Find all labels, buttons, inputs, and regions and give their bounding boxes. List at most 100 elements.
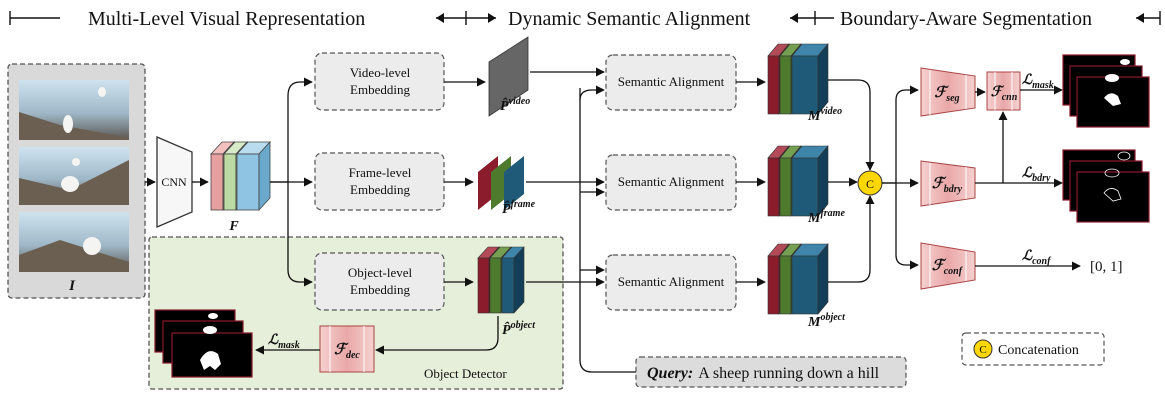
boundary-output-stack — [1062, 149, 1150, 223]
video-alignment-box: Semantic Alignment — [605, 54, 737, 111]
conf-head-sub: conf — [944, 266, 964, 277]
video-mask-stack: Mvideo — [767, 43, 842, 124]
section-segmentation-title: Boundary-Aware Segmentation — [840, 8, 1092, 30]
svg-text:P̂frame: P̂frame — [502, 199, 536, 217]
object-alignment-label: Semantic Alignment — [618, 274, 725, 289]
cnn-head-sub: cnn — [1002, 92, 1018, 103]
frame-mask-base: M — [807, 211, 821, 226]
frame-alignment-box: Semantic Alignment — [605, 154, 737, 211]
obj-mask-loss-sub: mask — [278, 340, 300, 351]
dec-head-base: ℱ — [334, 342, 349, 358]
svg-text:ℱbdry: ℱbdry — [932, 176, 963, 195]
query-box: Query: A sheep running down a hill — [635, 356, 907, 388]
svg-text:ℱcnn: ℱcnn — [991, 85, 1018, 103]
feature-branches — [270, 77, 313, 287]
frame-embedding-box: Frame-level Embedding — [314, 152, 445, 211]
feature-label: F — [228, 219, 239, 234]
object-prompt-sup: object — [511, 320, 537, 331]
query-connectors — [579, 85, 636, 373]
query-text: A sheep running down a hill — [698, 365, 879, 382]
concat-branches — [882, 85, 919, 270]
feature-stack: F — [210, 140, 271, 234]
object-prompt: P̂object — [477, 246, 536, 338]
video-mask-base: M — [807, 109, 821, 124]
section-alignment-title: Dynamic Semantic Alignment — [508, 8, 751, 30]
concat-node: C — [857, 170, 883, 196]
detector-connectors — [255, 316, 499, 355]
input-frame-1 — [19, 80, 129, 140]
frame-embedding-line1: Frame-level — [349, 165, 412, 180]
frame-prompt-base: P̂ — [502, 200, 511, 217]
video-prompt-base: P̂ — [500, 97, 509, 114]
object-mask-stack: Mobject — [767, 243, 846, 330]
section-visual-title: Multi-Level Visual Representation — [88, 8, 365, 30]
video-embedding-line1: Video-level — [350, 65, 411, 80]
mask-output-stack — [1062, 54, 1150, 128]
mask-loss-sub: mask — [1032, 80, 1054, 91]
bdry-head: ℱbdry — [920, 160, 976, 207]
bdry-head-sub: bdry — [944, 184, 963, 195]
query-prefix: Query: — [647, 365, 693, 382]
svg-text:ℒconf: ℒconf — [1022, 249, 1052, 267]
legend-symbol: C — [979, 344, 986, 356]
video-prompt: P̂video — [488, 36, 530, 117]
svg-text:ℱdec: ℱdec — [334, 342, 360, 361]
conf-loss-base: ℒ — [1022, 249, 1033, 264]
mask-loss-base: ℒ — [1022, 73, 1033, 88]
conf-head: ℱconf — [920, 242, 976, 290]
svg-text:Mobject: Mobject — [807, 312, 846, 330]
svg-text:Mframe: Mframe — [807, 208, 845, 226]
svg-text:ℒmask: ℒmask — [1022, 73, 1054, 91]
frame-embedding-line2: Embedding — [350, 182, 410, 197]
input-label: I — [68, 278, 76, 294]
svg-text:P̂video: P̂video — [500, 96, 530, 114]
svg-text:ℒbdry: ℒbdry — [1022, 166, 1051, 184]
video-alignment-label: Semantic Alignment — [618, 74, 725, 89]
input-frame-2 — [19, 147, 129, 205]
dec-head-sub: dec — [346, 350, 360, 361]
cnn-head: ℱcnn — [986, 71, 1021, 111]
object-embedding-line1: Object-level — [348, 265, 413, 280]
input-frame-3 — [19, 212, 129, 272]
video-mask-sup: video — [820, 106, 842, 117]
dec-head: ℱdec — [319, 325, 375, 373]
bdry-loss-base: ℒ — [1022, 166, 1033, 181]
svg-text:ℒmask: ℒmask — [268, 333, 300, 351]
object-mask-base: M — [807, 315, 821, 330]
object-prompt-base: P̂ — [502, 321, 511, 338]
cnn-block: CNN — [156, 136, 193, 228]
frame-alignment-label: Semantic Alignment — [618, 174, 725, 189]
svg-text:ℱconf: ℱconf — [932, 258, 964, 277]
video-embedding-box: Video-level Embedding — [314, 52, 445, 111]
object-alignment-box: Semantic Alignment — [605, 254, 737, 311]
frame-prompt: P̂frame — [478, 156, 536, 217]
object-output-stack — [154, 309, 253, 378]
conf-loss-sub: conf — [1032, 256, 1052, 267]
legend-label: Concatenation — [998, 343, 1079, 358]
object-embedding-box: Object-level Embedding — [314, 252, 445, 311]
mask-to-concat-arrows — [828, 79, 875, 283]
svg-text:ℱseg: ℱseg — [934, 85, 959, 104]
frame-mask-stack: Mframe — [767, 145, 845, 226]
section-headers: Multi-Level Visual Representation Dynami… — [9, 8, 1161, 30]
svg-text:Query:A sheep running down a h: Query: A sheep running down a hill — [647, 365, 880, 382]
object-mask-sup: object — [820, 312, 846, 323]
cnn-label: CNN — [161, 175, 187, 189]
seg-head-base: ℱ — [934, 85, 949, 101]
object-embedding-line2: Embedding — [350, 282, 410, 297]
cnn-head-base: ℱ — [991, 85, 1005, 100]
svg-text:Mvideo: Mvideo — [807, 106, 842, 124]
obj-mask-loss-base: ℒ — [268, 333, 279, 348]
object-detector-label: Object Detector — [424, 366, 507, 381]
conf-output: [0, 1] — [1090, 259, 1123, 275]
bdry-connectors — [975, 111, 1063, 188]
video-embedding-line2: Embedding — [350, 82, 410, 97]
legend: C Concatenation — [961, 332, 1105, 366]
frame-prompt-sup: frame — [511, 199, 536, 210]
bdry-loss-sub: bdry — [1032, 173, 1051, 184]
seg-head: ℱseg — [920, 67, 976, 117]
svg-text:P̂object: P̂object — [502, 320, 536, 338]
frame-mask-sup: frame — [820, 208, 845, 219]
bdry-head-base: ℱ — [932, 176, 947, 192]
